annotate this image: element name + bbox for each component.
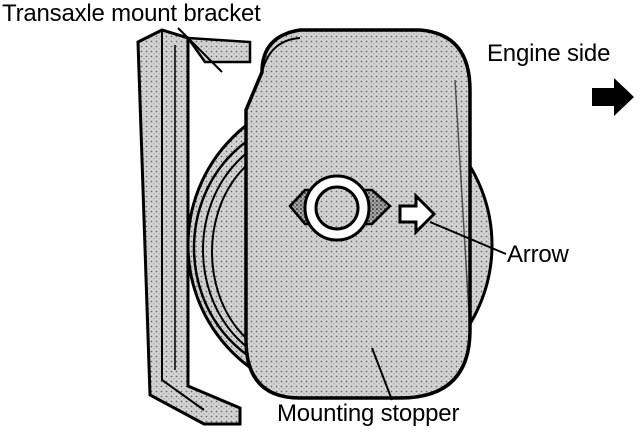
right-arrow-icon — [592, 78, 634, 116]
transaxle-mount-bracket — [136, 28, 252, 426]
outline-arrow-icon — [398, 192, 437, 236]
center-nut — [288, 174, 392, 242]
leader-lines — [177, 27, 507, 401]
arrow-label: Arrow — [507, 241, 569, 268]
arrow-leader — [429, 221, 507, 255]
engine-side-label: Engine side — [487, 40, 611, 67]
transaxle-mount-bracket-label: Transaxle mount bracket — [2, 0, 261, 27]
mounting-stopper-label: Mounting stopper — [277, 400, 460, 427]
bracket-leader — [177, 27, 223, 73]
stopper-leader — [371, 347, 393, 401]
